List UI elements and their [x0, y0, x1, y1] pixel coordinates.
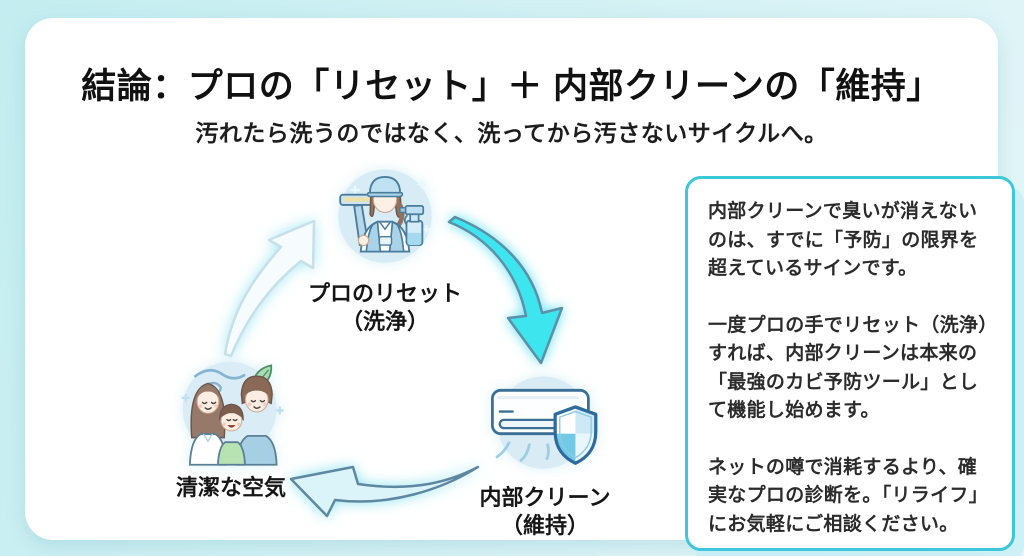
node-label-internal-clean: 内部クリーン （維持） — [479, 485, 611, 538]
page-title: 結論：プロの「リセット」＋ 内部クリーンの「維持」 — [81, 67, 942, 106]
node-label-clean-air: 清潔な空気 — [175, 475, 286, 500]
infobox-paragraph-2: 一度プロの手でリセット（洗浄）すれば、内部クリーンは本来の「最強のカビ予防ツール… — [708, 314, 989, 422]
aircon-shield-icon — [491, 376, 598, 469]
node-label-pro-reset: プロのリセット （洗浄） — [307, 281, 462, 334]
cycle-node-pro-reset: プロのリセット （洗浄） — [275, 162, 495, 335]
content-card: 結論：プロの「リセット」＋ 内部クリーンの「維持」 汚れたら洗うのではなく、洗っ… — [25, 18, 1015, 551]
infobox-paragraph-3: ネットの噂で消耗するより、確実なプロの診断を。「リライフ」にお気軽にご相談くださ… — [708, 456, 989, 535]
advice-infobox: 内部クリーンで臭いが消えないのは、すでに「予防」の限界を超えているサインです。 … — [685, 176, 1015, 551]
cycle-node-internal-clean: 内部クリーン （維持） — [435, 370, 655, 539]
page-subtitle: 汚れたら洗うのではなく、洗ってから汚さないサイクルへ。 — [195, 120, 828, 146]
cycle-node-clean-air: 清潔な空気 — [121, 354, 341, 502]
family-icon — [181, 361, 285, 466]
infobox-paragraph-1: 内部クリーンで臭いが消えないのは、すでに「予防」の限界を超えているサインです。 — [708, 201, 979, 279]
cleaner-icon — [338, 169, 432, 263]
